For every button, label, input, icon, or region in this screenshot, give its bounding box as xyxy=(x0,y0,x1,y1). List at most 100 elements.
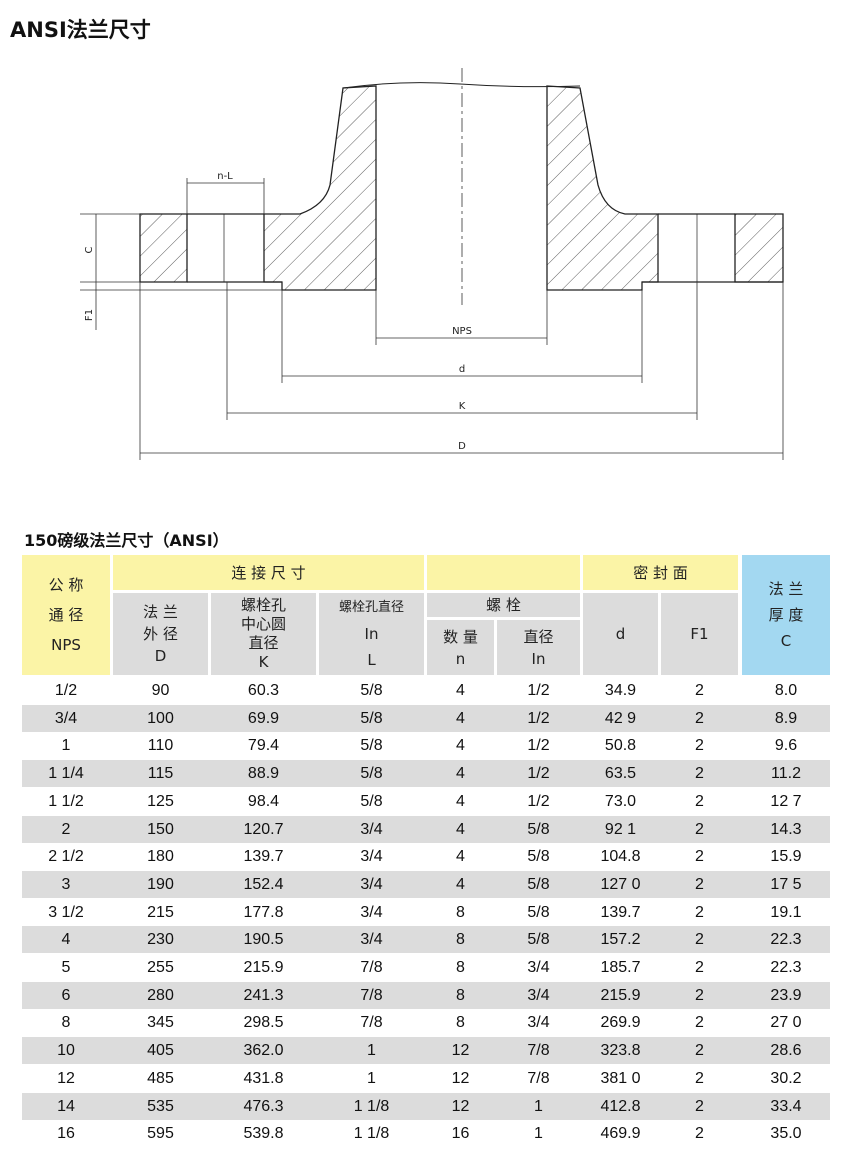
cell-K: 476.3 xyxy=(243,1097,284,1115)
cell-nps: 2 xyxy=(61,820,71,838)
cell-n: 12 xyxy=(451,1042,470,1060)
label-K: K xyxy=(459,401,466,412)
cell-d: 92 1 xyxy=(604,820,637,838)
cell-bolt-dia: 1 xyxy=(534,1125,543,1143)
cell-bolt-dia: 5/8 xyxy=(527,931,550,949)
cell-L: 1 xyxy=(367,1042,376,1060)
cell-d: 323.8 xyxy=(600,1042,641,1060)
cell-D: 230 xyxy=(147,931,174,949)
cell-F1: 2 xyxy=(695,986,704,1004)
cell-C: 28.6 xyxy=(770,1042,802,1060)
cell-D: 255 xyxy=(147,959,174,976)
cell-F1: 2 xyxy=(695,1069,704,1087)
cell-n: 8 xyxy=(456,986,465,1004)
header-D: 法 兰 外 径 D xyxy=(113,593,208,675)
cell-L: 5/8 xyxy=(360,792,383,810)
header-text: In xyxy=(531,649,546,668)
cell-K: 190.5 xyxy=(243,931,284,949)
label-F1: F1 xyxy=(84,309,95,321)
cell-d: 215.9 xyxy=(600,986,641,1004)
header-text: 直径 xyxy=(248,634,279,652)
cell-nps: 4 xyxy=(61,931,71,949)
header-text: 通 径 xyxy=(48,606,84,624)
cell-L: 7/8 xyxy=(360,1014,383,1032)
label-d: d xyxy=(459,364,465,375)
cell-nps: 1/2 xyxy=(54,682,78,699)
cell-d: 269.9 xyxy=(600,1014,641,1032)
cell-d: 104.8 xyxy=(600,848,641,866)
cell-C: 33.4 xyxy=(770,1097,802,1115)
cell-F1: 2 xyxy=(695,765,704,783)
cell-nps: 3 1/2 xyxy=(48,903,84,921)
cell-n: 4 xyxy=(456,737,465,755)
cell-d: 73.0 xyxy=(604,792,637,810)
cell-bolt-dia: 1/2 xyxy=(527,682,550,699)
header-text: In xyxy=(364,625,379,643)
header-text: NPS xyxy=(51,636,81,654)
label-nL: n-L xyxy=(217,171,233,182)
cell-F1: 2 xyxy=(695,1042,704,1060)
cell-C: 12 7 xyxy=(770,792,802,810)
cell-d: 63.5 xyxy=(604,765,637,783)
cell-nps: 1 1/2 xyxy=(48,792,84,810)
cell-C: 9.6 xyxy=(774,737,798,755)
cell-nps: 2 1/2 xyxy=(48,848,84,866)
cell-n: 12 xyxy=(451,1069,470,1087)
label-NPS: NPS xyxy=(452,326,472,337)
cell-F1: 2 xyxy=(695,1014,704,1032)
cell-C: 19.1 xyxy=(770,903,802,921)
header-K: 螺栓孔 中心圆 直径 K xyxy=(211,593,316,675)
header-text: 数 量 xyxy=(443,627,478,646)
cell-C: 23.9 xyxy=(770,986,802,1004)
cell-bolt-dia: 7/8 xyxy=(527,1069,550,1087)
cell-K: 88.9 xyxy=(247,765,280,783)
header-L: 螺栓孔直径 In L xyxy=(319,593,424,675)
cell-K: 120.7 xyxy=(243,820,284,838)
header-F1: F1 xyxy=(661,593,738,675)
left-flange-section xyxy=(139,213,188,283)
cell-C: 35.0 xyxy=(770,1125,802,1143)
left-hub-section xyxy=(263,85,377,291)
cell-D: 150 xyxy=(147,820,174,838)
cell-F1: 2 xyxy=(695,792,704,810)
cell-d: 412.8 xyxy=(600,1097,641,1115)
cell-L: 1 xyxy=(367,1069,376,1087)
cell-nps: 8 xyxy=(61,1014,71,1032)
cell-K: 362.0 xyxy=(243,1042,284,1060)
header-text: 螺栓孔 xyxy=(240,596,286,614)
right-hub-section xyxy=(546,85,659,291)
right-flange-section xyxy=(734,213,784,283)
cell-n: 4 xyxy=(456,848,465,866)
cell-n: 4 xyxy=(456,875,465,893)
cell-L: 3/4 xyxy=(360,903,383,921)
label-D: D xyxy=(458,441,466,452)
cell-bolt-dia: 5/8 xyxy=(527,820,550,838)
cell-d: 139.7 xyxy=(600,903,641,921)
cell-n: 8 xyxy=(456,1014,465,1032)
cell-C: 22.3 xyxy=(770,959,802,976)
cell-d: 50.8 xyxy=(604,737,637,755)
cell-F1: 2 xyxy=(695,1125,704,1143)
header-text: C xyxy=(780,632,792,650)
cell-C: 15.9 xyxy=(770,848,802,866)
cell-n: 8 xyxy=(456,959,465,976)
cell-d: 185.7 xyxy=(600,959,641,976)
cell-D: 110 xyxy=(147,737,174,755)
header-text: L xyxy=(367,651,376,669)
cell-bolt-dia: 5/8 xyxy=(527,903,550,921)
header-seal: 密 封 面 xyxy=(583,555,738,590)
cell-bolt-dia: 1/2 xyxy=(527,792,550,810)
cell-C: 14.3 xyxy=(770,820,802,838)
cell-nps: 3 xyxy=(61,875,71,893)
